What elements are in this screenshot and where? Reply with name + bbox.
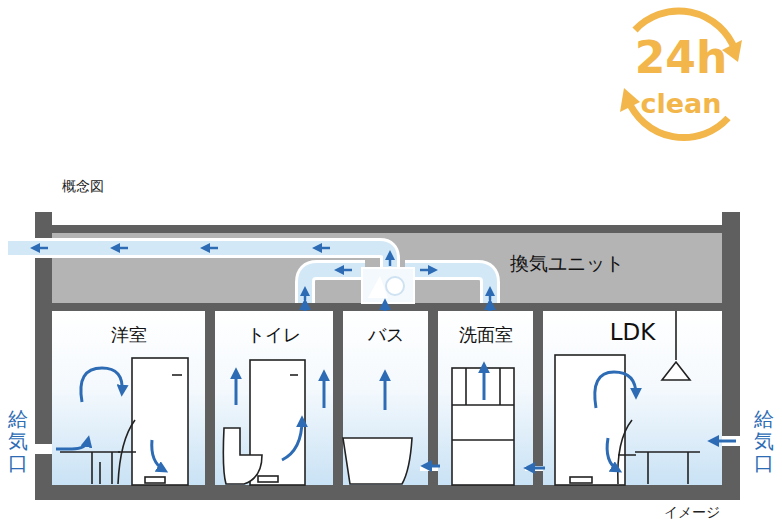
diagram-title: 概念図 [62,178,104,196]
note: イメージ [664,505,720,519]
duct-connector [489,303,492,311]
fan-unit [362,268,414,303]
room: 洋室 [52,311,205,485]
duct [8,248,490,303]
logo-text: clean [611,90,751,117]
room-label: 換気ユニット [52,233,722,276]
logo-arrowhead [620,88,640,112]
room-label: 洗面室 [438,311,533,347]
furniture [60,311,700,485]
room-label: 洋室 [52,311,205,347]
room-label: バス [343,311,428,347]
fan [368,276,388,298]
flow-arrow [34,248,490,300]
air-flow-arrow [56,366,736,470]
room: トイレ [215,311,333,485]
room: LDK [543,311,722,485]
inlet-label: 給気口 [8,408,28,474]
duct-connector [304,303,307,311]
inlet-label: 給気口 [754,408,774,474]
ventilation-unit: 換気ユニット [52,233,722,303]
logo-text: 24h [611,36,751,80]
room-label: LDK [543,311,722,345]
room-label: トイレ [215,311,333,347]
room: 洗面室 [438,311,533,485]
fan [386,277,404,295]
room: バス [343,311,428,485]
duct-connector [384,303,387,311]
